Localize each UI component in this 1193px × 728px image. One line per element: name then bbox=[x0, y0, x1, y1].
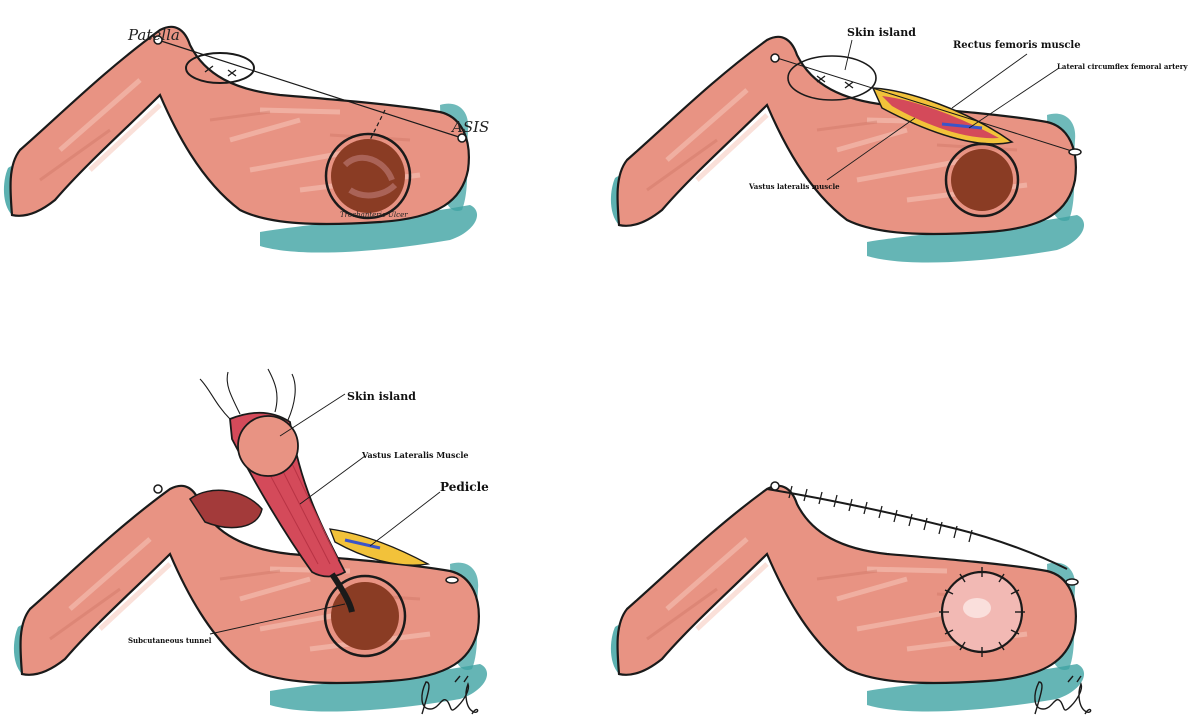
label-skin-island: Skin island bbox=[347, 390, 416, 403]
patella-asis-line bbox=[776, 57, 1076, 153]
panel-a: Patella ASIS Trochanteric Ulcer bbox=[0, 0, 596, 364]
label-patella: Patella bbox=[128, 26, 180, 44]
pedicle-vessel bbox=[344, 538, 381, 550]
trochanteric-ulcer bbox=[951, 149, 1013, 211]
leg-drawing-c bbox=[0, 368, 596, 715]
stay-sutures bbox=[199, 368, 296, 421]
panel-b: Skin island Rectus femoris muscle Latera… bbox=[597, 0, 1193, 364]
donor-site bbox=[188, 489, 263, 529]
trochanteric-ulcer bbox=[331, 139, 405, 213]
closed-incision bbox=[766, 488, 1068, 570]
skin-island bbox=[237, 415, 299, 477]
inset-sutures bbox=[939, 567, 1025, 657]
label-vastus-lateralis: Vastus lateralis muscle bbox=[749, 182, 840, 191]
label-asis: ASIS bbox=[452, 118, 490, 136]
patella-marker bbox=[153, 35, 163, 45]
label-lateral-circumflex-artery: Lateral circumflex femoral artery bbox=[1057, 62, 1188, 71]
label-subcutaneous-tunnel: Subcutaneous tunnel bbox=[128, 636, 212, 645]
artist-signature bbox=[1034, 675, 1092, 715]
label-vastus-lateralis-muscle: Vastus Lateralis Muscle bbox=[362, 450, 469, 460]
panel-d bbox=[597, 364, 1193, 728]
tunnel-arrow bbox=[329, 572, 355, 613]
ulcer-rim bbox=[324, 132, 412, 220]
label-trochanteric-ulcer: Trochanteric Ulcer bbox=[340, 211, 408, 219]
panel-c: Skin island Vastus Lateralis Muscle Pedi… bbox=[0, 364, 596, 728]
label-pedicle: Pedicle bbox=[440, 480, 489, 494]
lateral-circumflex-artery bbox=[941, 122, 983, 130]
label-skin-island: Skin island bbox=[847, 26, 916, 39]
patella-asis-line bbox=[157, 39, 463, 139]
artist-signature bbox=[421, 675, 479, 715]
skin-island-outline bbox=[787, 55, 877, 101]
skin-sutures bbox=[788, 485, 973, 543]
label-rectus-femoris: Rectus femoris muscle bbox=[953, 40, 1081, 51]
leg-drawing-d bbox=[597, 481, 1092, 715]
leg-drawing-a bbox=[0, 0, 596, 364]
leg-drawing-b bbox=[597, 0, 1193, 364]
skin-island-outline bbox=[185, 52, 255, 84]
asis-marker bbox=[457, 133, 467, 143]
